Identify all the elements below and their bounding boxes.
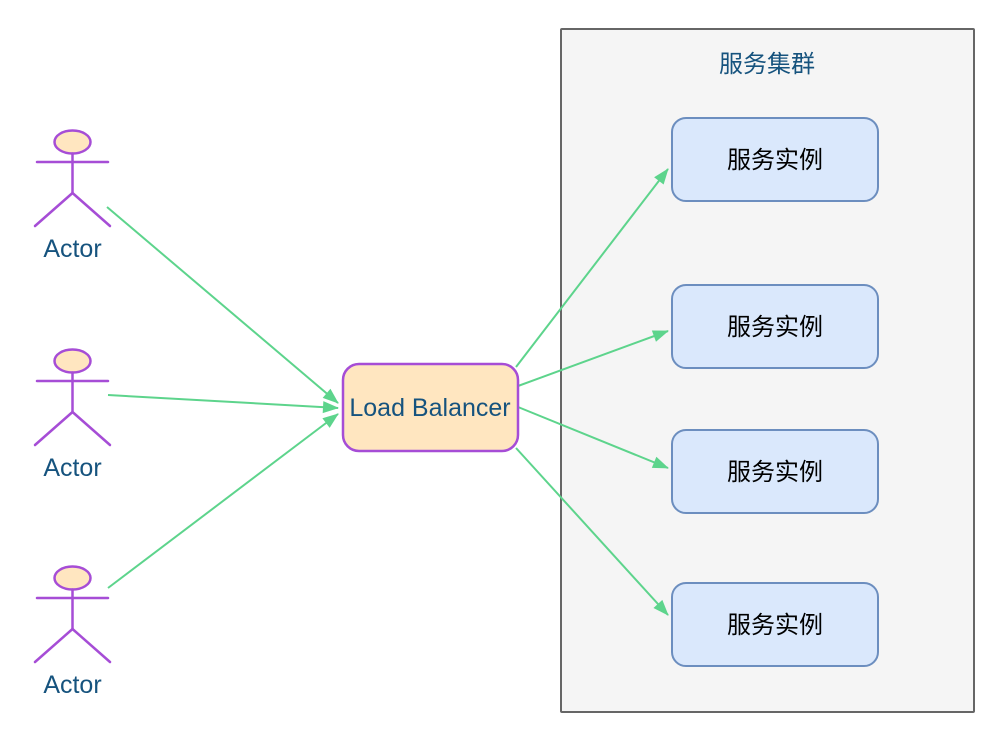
service-instance-node-4: 服务实例 [671,582,879,667]
actor-head-icon [53,348,92,374]
edge-lb-to-instance2 [517,330,669,387]
actor-head-icon [53,565,92,591]
edge-lb-to-instance3 [517,406,669,469]
service-instance-box [671,429,879,514]
edges-lb-to-instances [515,168,669,616]
service-instance-label: 服务实例 [727,612,823,639]
actor-label: Actor [43,235,101,263]
service-instance-node-3: 服务实例 [671,429,879,514]
actor-left-leg-icon [33,410,74,447]
actor-right-leg-icon [71,191,112,228]
load-balancer-box [341,362,520,453]
actor-left-leg-icon [33,627,74,664]
actor-right-leg-icon [71,410,112,447]
actor-head-icon [53,129,92,155]
actor-node-3: Actor [33,565,112,699]
actor-label: Actor [43,671,101,699]
actor-left-leg-icon [33,191,74,228]
service-instance-node-2: 服务实例 [671,284,879,369]
actor-label: Actor [43,454,101,482]
edge-lb-to-instance1 [515,168,669,368]
service-instance-box [671,582,879,667]
actor-node-2: Actor [33,348,112,482]
actor-right-leg-icon [71,627,112,664]
edge-lb-to-instance4 [515,447,669,616]
load-balancer-node: Load Balancer [341,362,520,453]
service-instance-box [671,117,879,202]
actor-node-1: Actor [33,129,112,263]
service-instance-label: 服务实例 [727,314,823,341]
service-instance-box [671,284,879,369]
service-instance-node-1: 服务实例 [671,117,879,202]
load-balancer-label: Load Balancer [349,394,510,422]
edge-actor3-to-lb [107,413,339,589]
edge-actor2-to-lb [107,394,339,414]
service-instance-label: 服务实例 [727,459,823,486]
service-instance-label: 服务实例 [727,147,823,174]
service-cluster-title: 服务集群 [719,51,815,78]
edge-actor1-to-lb [106,206,339,404]
edges-actors-to-lb [106,206,339,589]
